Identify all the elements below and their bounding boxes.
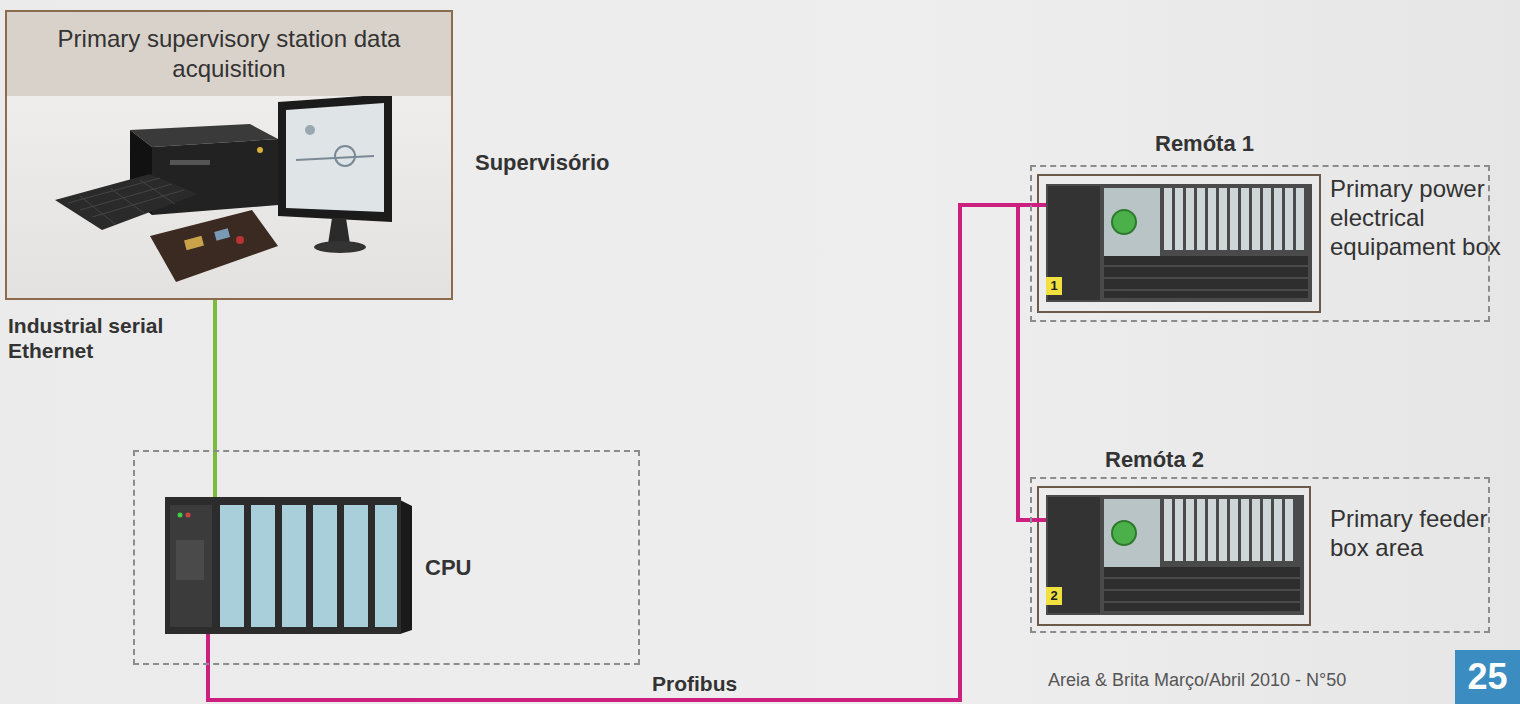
page-number: 25 <box>1467 656 1507 698</box>
group-label: CPU <box>425 555 471 581</box>
station-title: Primary supervisory station data acquisi… <box>49 24 409 84</box>
connector-label: Industrial serial Ethernet <box>8 313 208 363</box>
profibus-wire <box>1030 518 1046 522</box>
remote-housing <box>1038 175 1320 312</box>
profibus-line <box>208 205 1030 700</box>
profibus-wire <box>206 630 210 665</box>
remote-housing <box>1038 487 1310 625</box>
station-name: Supervisório <box>475 150 609 176</box>
module-number: 2 <box>1047 588 1061 603</box>
module-number: 1 <box>1047 278 1061 293</box>
remote-group: Remóta 2Primary feeder box area <box>1030 477 1490 633</box>
profibus-line <box>208 205 1030 700</box>
computer-illustration <box>55 94 392 282</box>
station-box: Primary supervisory station data acquisi… <box>5 10 453 300</box>
remote-group: Remóta 1Primary power electrical equipam… <box>1030 165 1490 322</box>
title-band: Primary supervisory station data acquisi… <box>7 12 451 96</box>
connector-label: Profibus <box>652 672 737 696</box>
ethernet-wire <box>213 450 217 497</box>
area-description: Primary feeder box area <box>1330 505 1500 563</box>
cpu-rack <box>165 497 412 634</box>
group-title: Remóta 1 <box>1155 131 1254 157</box>
station-ground <box>5 10 453 300</box>
remote-rack <box>1046 495 1304 615</box>
profibus-wire <box>1030 203 1046 207</box>
cpu-group: CPU <box>133 450 640 665</box>
page-number-box: 25 <box>1455 650 1520 704</box>
group-title: Remóta 2 <box>1105 447 1204 473</box>
remote-rack <box>1046 184 1312 302</box>
area-description: Primary power electrical equipament box <box>1330 175 1514 261</box>
ethernet-line <box>213 300 217 450</box>
source-note: Areia & Brita Março/Abril 2010 - N°50 <box>1048 670 1346 691</box>
